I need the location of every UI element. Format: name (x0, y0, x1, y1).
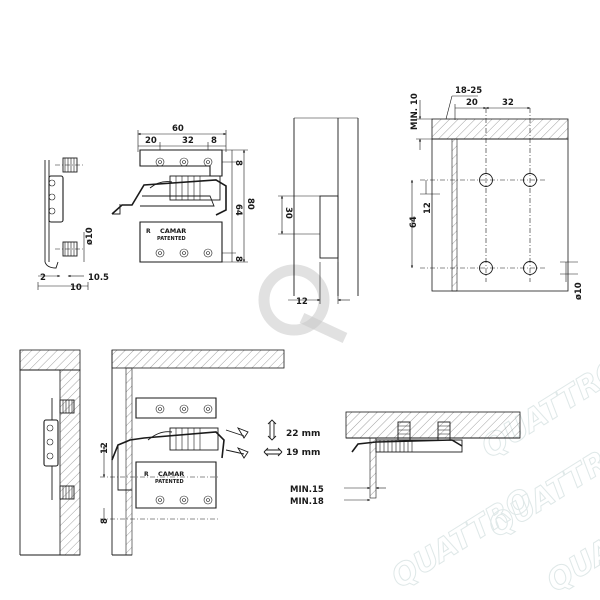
section-view-left (19, 349, 81, 556)
install-view: R CAMAR PATENTED 12 8 22 mm 19 mm (100, 349, 320, 556)
dim-front-60: 60 (172, 124, 184, 134)
drill-view: MIN. 10 18-25 20 32 64 12 ø10 (409, 86, 584, 300)
plate-brand: CAMAR (160, 227, 186, 235)
adjust-screwdriver-lower (225, 447, 249, 459)
dim-front-h8-bot: 8 (233, 256, 243, 262)
dim-drill-64: 64 (409, 216, 419, 228)
dim-plan-min18: MIN.18 (290, 497, 324, 507)
front-view: 60 20 32 8 R CAMAR PATENTED 8 64 80 8 (111, 124, 255, 263)
plan-view: MIN.15 MIN.18 (290, 411, 521, 507)
dim-install-12: 12 (100, 442, 110, 454)
dim-profile-30: 30 (283, 207, 293, 219)
vertical-adjust-arrow-icon (267, 419, 277, 441)
dim-plan-min15: MIN.15 (290, 485, 324, 495)
install-plate-side-letter: R (144, 471, 149, 478)
dim-front-8: 8 (211, 136, 217, 146)
dim-front-h8-top: 8 (233, 160, 243, 166)
install-plate-brand: CAMAR (158, 470, 184, 478)
dim-profile-12: 12 (296, 297, 308, 307)
install-plate-patent: PATENTED (155, 479, 184, 485)
dim-front-80: 80 (245, 198, 255, 210)
adjust-screwdriver-upper (225, 427, 249, 439)
dim-front-32: 32 (182, 136, 194, 146)
dim-drill-12: 12 (423, 202, 433, 214)
dim-drill-32: 32 (502, 98, 514, 108)
plate-side-letter: R (146, 228, 151, 235)
plate-patent: PATENTED (157, 236, 186, 242)
dim-drill-20: 20 (466, 98, 478, 108)
dim-front-64: 64 (233, 204, 243, 216)
dim-install-8: 8 (100, 518, 110, 524)
dim-side-2: 2 (40, 273, 46, 283)
dim-front-20: 20 (145, 136, 157, 146)
dim-side-10-5: 10.5 (88, 273, 109, 283)
dim-drill-dia10: ø10 (574, 282, 584, 300)
adjust-vertical-label: 22 mm (286, 429, 320, 439)
adjust-horizontal-label: 19 mm (286, 448, 320, 458)
watermark-text-3: QUATTRO (475, 352, 600, 466)
dim-side-dia10: ø10 (85, 227, 95, 245)
dim-drill-18-25: 18-25 (455, 86, 482, 96)
horizontal-adjust-arrow-icon (263, 447, 283, 457)
side-view: ø10 2 10.5 10 (37, 157, 109, 293)
dim-side-10: 10 (70, 283, 82, 293)
dim-drill-min10: MIN. 10 (410, 93, 420, 130)
profile-view: 30 12 (278, 117, 359, 307)
